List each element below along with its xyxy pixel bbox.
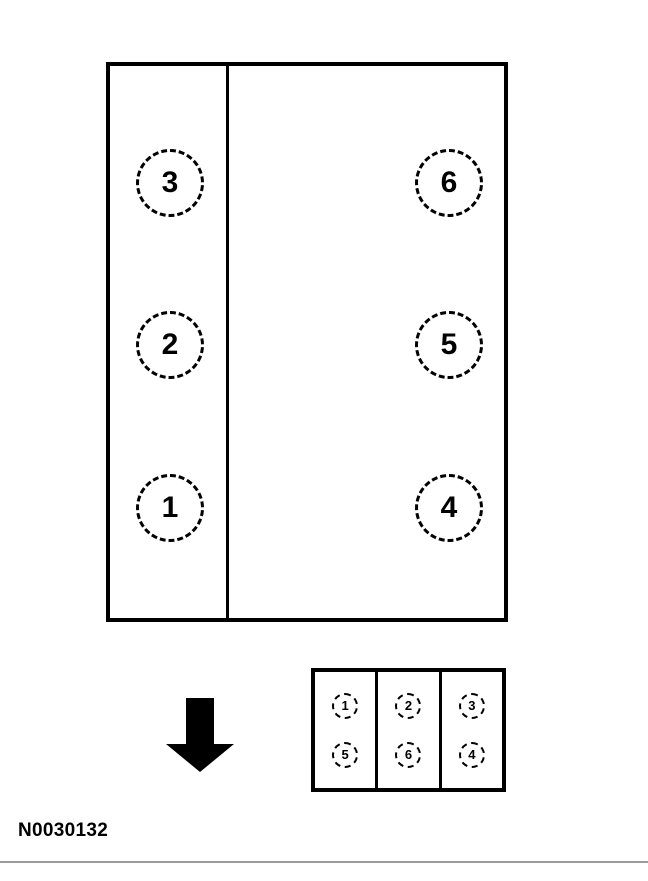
cylinder-number-label: 4: [440, 491, 458, 524]
coil-terminal-top: 1: [332, 692, 359, 719]
coil-terminal-number-label: 1: [341, 698, 349, 713]
ignition-coil-pack: 1 5 2 6 3 4: [311, 668, 506, 792]
coil-terminal-top: 3: [458, 692, 485, 719]
coil-pack-column-2: 2 6: [375, 672, 438, 788]
cylinder-position-right-bottom: 4: [415, 474, 483, 542]
cylinder-number-label: 5: [440, 328, 458, 361]
engine-block-bank-divider: [226, 62, 229, 622]
coil-pack-column-1: 1 5: [315, 672, 375, 788]
coil-terminal-number-label: 4: [468, 747, 476, 762]
cylinder-number-label: 6: [440, 166, 458, 199]
cylinder-position-left-middle: 2: [136, 311, 204, 379]
cylinder-number-label: 2: [161, 328, 179, 361]
coil-terminal-bottom: 6: [395, 741, 422, 768]
coil-terminal-bottom: 5: [332, 741, 359, 768]
cylinder-position-left-bottom: 1: [136, 474, 204, 542]
page-divider: [0, 861, 648, 863]
cylinder-position-left-top: 3: [136, 149, 204, 217]
coil-terminal-top: 2: [395, 692, 422, 719]
coil-terminal-number-label: 3: [468, 698, 476, 713]
coil-terminal-number-label: 2: [404, 698, 413, 713]
coil-terminal-number-label: 6: [404, 747, 413, 762]
coil-pack-column-3: 3 4: [438, 672, 502, 788]
cylinder-number-label: 3: [161, 166, 179, 199]
cylinder-position-right-middle: 5: [415, 311, 483, 379]
arrow-down-icon: [164, 698, 236, 772]
cylinder-number-label: 1: [161, 491, 179, 524]
figure-caption: N0030132: [18, 820, 109, 841]
cylinder-position-right-top: 6: [415, 149, 483, 217]
coil-terminal-number-label: 5: [341, 747, 349, 762]
coil-terminal-bottom: 4: [458, 741, 485, 768]
